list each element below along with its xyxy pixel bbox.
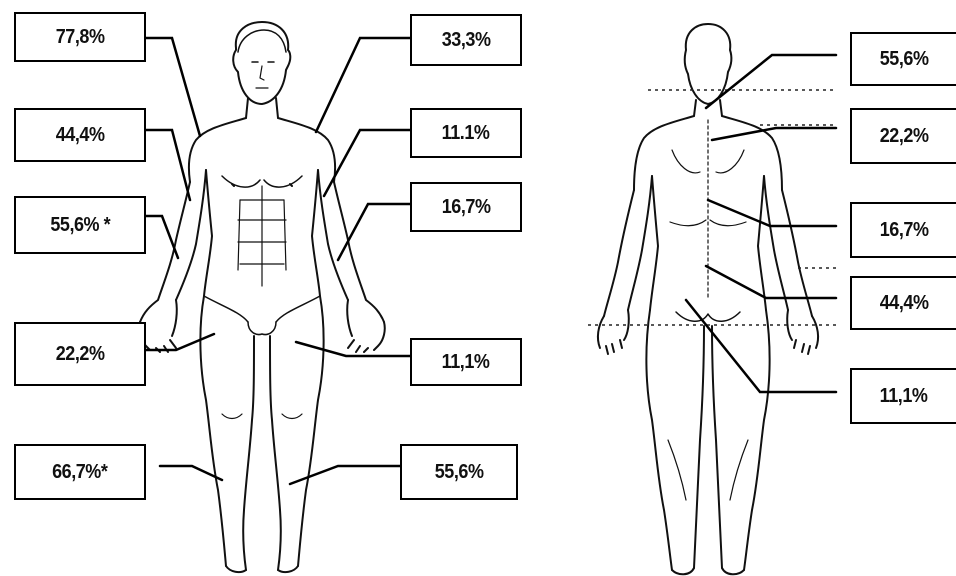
label-text: 66,7%* [52,461,107,484]
leader-f-lower-leg-right [160,466,222,480]
front-head [233,22,290,104]
label-text: 16,7% [442,196,491,219]
label-text: 55,6% * [50,214,110,237]
label-back-neck: 55,6% [850,32,956,86]
leader-b-upper-back [712,128,836,140]
label-front-thigh-right: 22,2% [14,322,146,386]
leader-f-upper-arm-right [146,130,190,200]
label-text: 77,8% [56,26,105,49]
label-back-mid-back: 16,7% [850,202,956,258]
label-text: 22,2% [880,125,929,148]
label-text: 44,4% [56,124,105,147]
label-text: 11.1% [442,122,490,145]
leader-b-mid-back [708,200,836,226]
label-front-shoulder-right: 77,8% [14,12,146,62]
label-back-upper-back: 22,2% [850,108,956,164]
label-text: 11,1% [880,385,928,408]
label-front-lower-leg-left: 55,6% [400,444,518,500]
leader-f-forearm-left [338,204,410,260]
leader-f-thigh-left [296,342,410,356]
front-body-figure [139,22,385,572]
label-front-thigh-left: 11,1% [410,338,522,386]
leader-f-shoulder-left [316,38,410,132]
label-front-upper-arm-right: 44,4% [14,108,146,162]
label-text: 22,2% [56,343,105,366]
label-front-forearm-right: 55,6% * [14,196,146,254]
label-front-forearm-left: 16,7% [410,182,522,232]
label-text: 33,3% [442,29,491,52]
leader-f-shoulder-right [146,38,200,136]
back-level-lines [588,90,836,325]
leader-f-upper-arm-left [324,130,410,196]
label-back-lower-back: 44,4% [850,276,956,330]
label-text: 55,6% [435,461,484,484]
label-text: 16,7% [880,219,929,242]
leader-lines [146,38,836,484]
label-text: 44,4% [880,292,929,315]
label-front-lower-leg-right: 66,7%* [14,444,146,500]
label-text: 11,1% [442,351,490,374]
label-text: 55,6% [880,48,929,71]
leader-b-lower-back [706,266,836,298]
label-front-shoulder-left: 33,3% [410,14,522,66]
leader-f-lower-leg-left [290,466,400,484]
label-back-buttocks: 11,1% [850,368,956,424]
label-front-upper-arm-left: 11.1% [410,108,522,158]
